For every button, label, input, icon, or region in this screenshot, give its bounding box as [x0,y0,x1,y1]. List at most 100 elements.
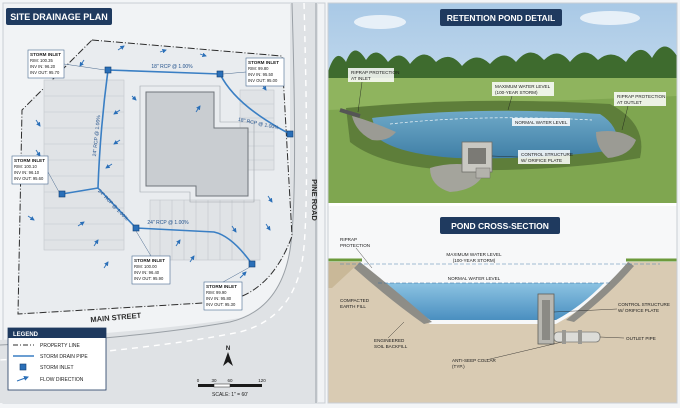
svg-text:EARTH FILL: EARTH FILL [340,304,366,309]
legend-item: STORM INLET [40,365,74,371]
site-drainage-plan-panel: SITE DRAINAGE PLAN PINE ROAD MAIN STREET [0,2,326,404]
building-footprint [145,91,249,197]
svg-text:60: 60 [227,378,233,383]
svg-text:RIPRAP: RIPRAP [340,237,357,242]
svg-text:W/ ORIFICE PLATE: W/ ORIFICE PLATE [521,158,562,163]
storm-inlet-icon [286,130,294,138]
riprap-slope-left [354,262,432,324]
svg-text:30: 30 [211,378,217,383]
storm-inlet-icon [104,66,112,74]
pine-road-label: PINE ROAD [310,179,319,221]
legend: LEGEND PROPERTY LINE STORM DRAIN PIPE ST… [7,327,107,391]
legend-item: STORM DRAIN PIPE [40,354,88,360]
pipe-label: 24" RCP @ 1.00% [147,220,189,226]
legend-item: PROPERTY LINE [40,343,80,349]
north-label: N [226,346,230,352]
svg-text:COMPACTED: COMPACTED [340,298,370,303]
detail-labels: RIPRAP PROTECTION AT INLET MAXIMUM WATER… [348,68,666,164]
inlet-callout: STORM INLET RIM: 99.80 INV IN: 95.50 INV… [245,57,285,87]
svg-text:(100-YEAR STORM): (100-YEAR STORM) [495,90,538,95]
riprap-inlet [352,116,396,141]
main-street-label: MAIN STREET [90,311,142,324]
retention-pond-detail-panel: RETENTION POND DETAIL RIPRAP PROTECTION … [328,3,677,203]
inlet-name: STORM INLET [206,284,237,289]
storm-drain-pipes [61,69,291,265]
storm-inlet-icon [58,190,66,198]
svg-text:CONTROL STRUCTURE: CONTROL STRUCTURE [521,152,573,157]
road-centerline [0,2,308,361]
svg-text:MAXIMUM WATER LEVEL: MAXIMUM WATER LEVEL [495,84,551,89]
svg-text:AT INLET: AT INLET [351,76,371,81]
anti-seep-collar [562,330,566,344]
svg-text:0: 0 [197,378,200,383]
svg-text:RIPRAP PROTECTION: RIPRAP PROTECTION [617,94,665,99]
inlet-pipe [339,108,361,118]
inlet-rim: RIM: 100.00 [134,264,157,269]
inlet-rim: RIM: 100.35 [30,58,53,63]
svg-text:120: 120 [258,378,266,383]
inlet-inv-in: INV IN: 96.20 [30,64,56,69]
inlet-callout: STORM INLET RIM: 100.10 INV IN: 96.10 IN… [11,155,49,185]
detail-title: RETENTION POND DETAIL [447,13,555,23]
storm-inlet-icon [248,260,256,268]
soil-body [328,262,677,403]
inlet-inv-in: INV IN: 96.40 [134,270,160,275]
svg-text:NORMAL WATER LEVEL: NORMAL WATER LEVEL [515,120,568,125]
inlet-name: STORM INLET [248,60,279,65]
inlet-inv-out: INV OUT: 95.30 [206,302,236,307]
svg-text:MAXIMUM WATER LEVEL: MAXIMUM WATER LEVEL [446,252,502,257]
inlet-rim: RIM: 99.90 [206,290,227,295]
svg-text:NORMAL WATER LEVEL: NORMAL WATER LEVEL [448,276,501,281]
inlet-rim: RIM: 99.80 [248,66,269,71]
section-labels: RIPRAP PROTECTION MAXIMUM WATER LEVEL (1… [340,237,670,369]
inlet-rim: RIM: 100.10 [14,164,37,169]
svg-text:RIPRAP PROTECTION: RIPRAP PROTECTION [351,70,399,75]
inlet-inv-out: INV OUT: 95.60 [14,176,44,181]
svg-text:W/ ORIFICE PLATE: W/ ORIFICE PLATE [618,308,659,313]
inlet-name: STORM INLET [134,258,165,263]
detail-title-tab [440,9,562,26]
inlet-callout: STORM INLET RIM: 100.00 INV IN: 96.40 IN… [131,255,171,285]
callout-leaders [47,63,251,283]
legend-item: FLOW DIRECTION [40,377,84,383]
storm-inlets [58,66,294,268]
outlet-pipe [553,331,601,343]
inlet-inv-out: INV OUT: 95.00 [248,78,278,83]
flow-arrow-icon [16,376,29,382]
section-title: POND CROSS-SECTION [451,221,549,231]
legend-title: LEGEND [13,332,39,338]
svg-text:ENGINEERED: ENGINEERED [374,338,405,343]
inlet-name: STORM INLET [14,158,45,163]
storm-inlet-icon [132,224,140,232]
pipe-label: 24" RCP @ 1.00% [92,115,102,157]
svg-text:PROTECTION: PROTECTION [340,243,370,248]
inlet-inv-in: INV IN: 96.10 [14,170,40,175]
plan-title: SITE DRAINAGE PLAN [10,12,108,22]
tree-line [328,46,677,84]
svg-text:(TYP.): (TYP.) [452,364,465,369]
inlet-inv-out: INV OUT: 95.90 [134,276,164,281]
scale-bar: 0 30 60 120 SCALE: 1" = 60' [197,378,267,398]
inlet-callout: STORM INLET RIM: 99.90 INV IN: 95.80 INV… [203,281,243,311]
svg-text:SOIL BACKFILL: SOIL BACKFILL [374,344,408,349]
storm-inlet-icon [216,70,224,78]
riprap-slope-right [566,262,634,322]
inlet-name: STORM INLET [30,52,61,57]
section-title-tab [440,217,560,234]
inlet-inv-in: INV IN: 95.80 [206,296,232,301]
plan-title-tab [6,8,112,25]
svg-text:AT OUTLET: AT OUTLET [617,100,642,105]
svg-text:ANTI-SEEP COLLAR: ANTI-SEEP COLLAR [452,358,497,363]
building-sidewalk [139,85,255,203]
inlet-inv-out: INV OUT: 95.70 [30,70,60,75]
north-arrow-icon: N [223,346,233,366]
storm-inlet-icon [19,363,27,371]
riprap-outlet [596,131,636,158]
svg-text:(100-YEAR STORM): (100-YEAR STORM) [453,258,496,263]
scale-text: SCALE: 1" = 60' [212,392,248,398]
svg-text:CONTROL STRUCTURE: CONTROL STRUCTURE [618,302,670,307]
pipe-label: 18" RCP @ 1.00% [151,64,193,70]
pond-cross-section-panel: POND CROSS-SECTION RIPRAP PROTECTION MAX… [328,206,677,403]
